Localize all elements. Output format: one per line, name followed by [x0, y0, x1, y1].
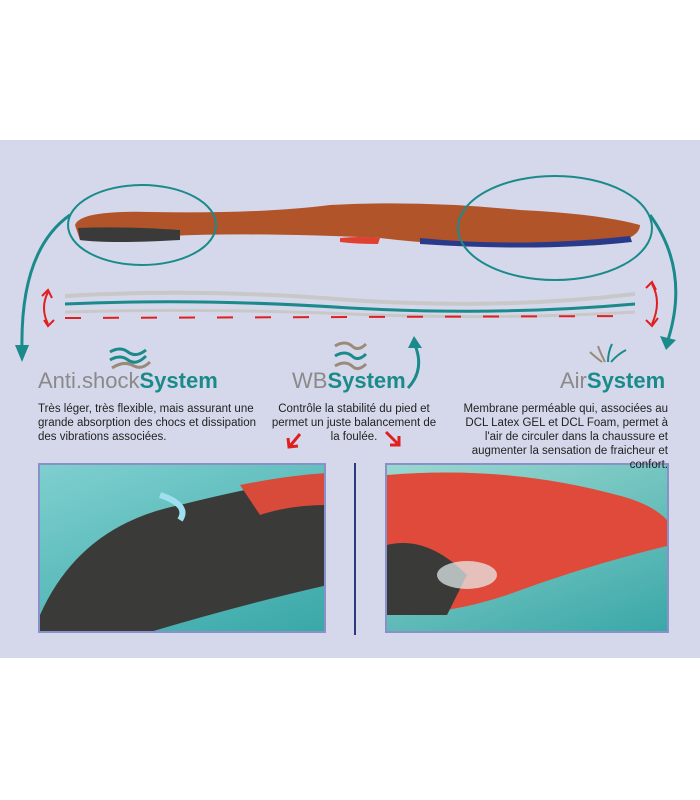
red-arrow-down-right-icon	[384, 430, 401, 447]
divider	[354, 463, 356, 635]
airsystem-photo	[385, 463, 669, 633]
wb-system-title: WBSystem	[292, 368, 406, 393]
air-leaf-logo-icon	[589, 343, 627, 363]
air-description: Membrane perméable qui, associées au DCL…	[463, 403, 668, 471]
forefoot-highlight-ellipse	[457, 175, 653, 281]
antishock-wave-logo-icon	[109, 347, 152, 370]
curved-arrow-left-icon	[20, 213, 71, 351]
blue-arrow-icon	[159, 492, 186, 522]
antishock-system-title: Anti.shockSystem	[38, 368, 218, 393]
insole-side-view	[75, 203, 640, 247]
right-double-arrow-icon	[645, 280, 659, 328]
left-double-arrow-icon	[41, 288, 55, 328]
antishock-description: Très léger, très flexible, mais assurant…	[38, 403, 257, 443]
wb-description: Contrôle la stabilité du pied et permet …	[271, 403, 437, 443]
air-system-title: AirSystem	[560, 368, 666, 393]
heel-highlight-ellipse	[67, 184, 217, 266]
red-arrow-down-left-icon	[286, 433, 302, 449]
wb-wave-logo-icon	[334, 341, 368, 371]
antishock-photo	[38, 463, 326, 633]
curved-arrow-right-icon	[648, 214, 678, 341]
air-vapor	[437, 561, 497, 589]
curved-arrow-center-icon	[406, 344, 421, 390]
